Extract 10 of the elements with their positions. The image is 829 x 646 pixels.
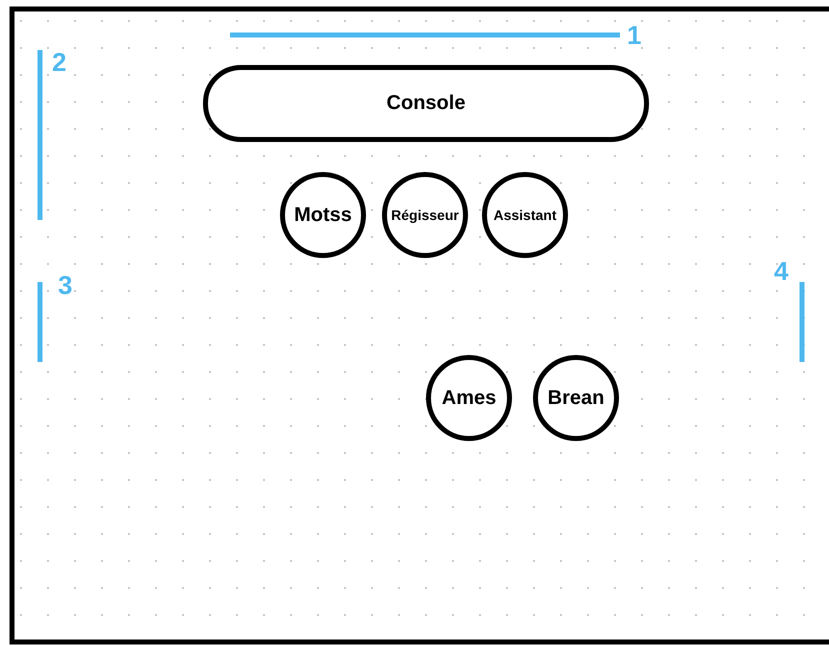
node-label: Régisseur — [391, 207, 459, 223]
zone-number: 2 — [52, 49, 66, 75]
zone-number: 1 — [627, 22, 642, 48]
node-label: Motss — [294, 204, 352, 226]
node-label: Assistant — [493, 207, 557, 223]
zone-number: 3 — [58, 272, 72, 298]
node-label: Ames — [442, 386, 496, 410]
node-label: Console — [386, 92, 466, 115]
node-label: Brean — [548, 386, 604, 410]
zone-number: 4 — [774, 258, 788, 284]
